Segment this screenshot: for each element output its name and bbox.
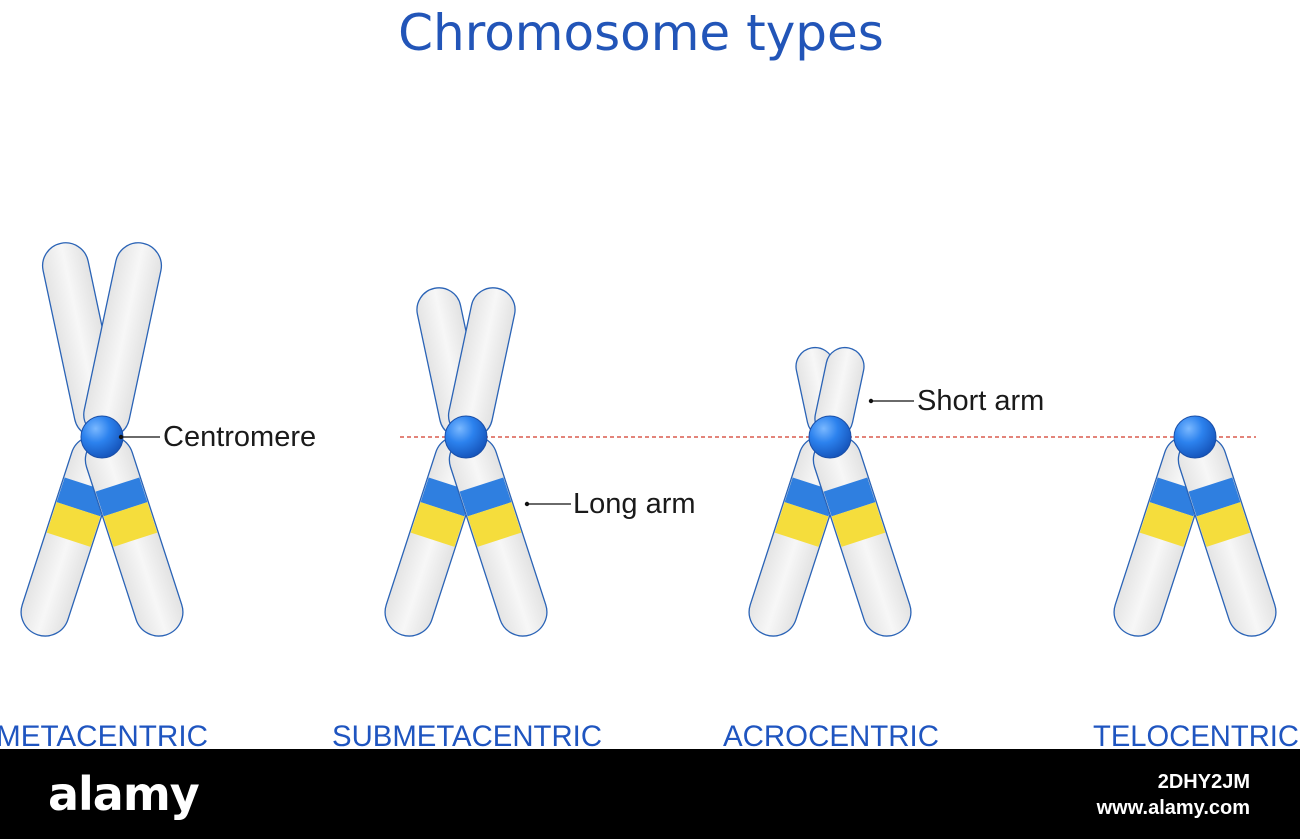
callout-long-arm: Long arm [524,488,696,520]
blue-band [823,477,876,517]
type-label-metacentric: METACENTRIC [0,720,208,749]
centromere [444,415,488,459]
yellow-band [774,502,829,547]
blue-band [1149,477,1202,517]
yellow-band [1139,502,1194,547]
callout-short-arm: Short arm [868,385,1044,417]
yellow-band [1196,502,1251,547]
site-url: www.alamy.com [1096,797,1250,819]
blue-band [56,477,109,517]
blue-band [95,477,148,517]
chromosome-diagram: Chromosome types [0,4,1299,749]
blue-band [1188,477,1241,517]
watermark-bar: alamy 2DHY2JM www.alamy.com [0,749,1300,839]
yellow-band [467,502,522,547]
yellow-band [410,502,465,547]
centromere [1173,415,1217,459]
brand-logo: alamy [48,767,200,821]
blue-band [420,477,473,517]
chromosome-telocentric [1113,415,1277,637]
callout-centromere: Centromere [118,421,316,453]
type-label-acrocentric: ACROCENTRIC [723,720,939,749]
type-label-telocentric: TELOCENTRIC [1093,720,1299,749]
type-label-submetacentric: SUBMETACENTRIC [332,720,602,749]
image-id: 2DHY2JM [1157,771,1250,793]
chromosome-acrocentric [748,346,912,637]
page-title: Chromosome types [398,4,884,62]
centromere-label: Centromere [163,421,316,453]
centromere [80,415,124,459]
yellow-band [831,502,886,547]
short-arm-label: Short arm [917,385,1044,417]
blue-band [784,477,837,517]
chromosome-submetacentric [384,287,548,637]
yellow-band [103,502,158,547]
yellow-band [46,502,101,547]
long-arm-label: Long arm [573,488,696,520]
blue-band [459,477,512,517]
centromere [808,415,852,459]
chromosome-metacentric [20,242,184,637]
